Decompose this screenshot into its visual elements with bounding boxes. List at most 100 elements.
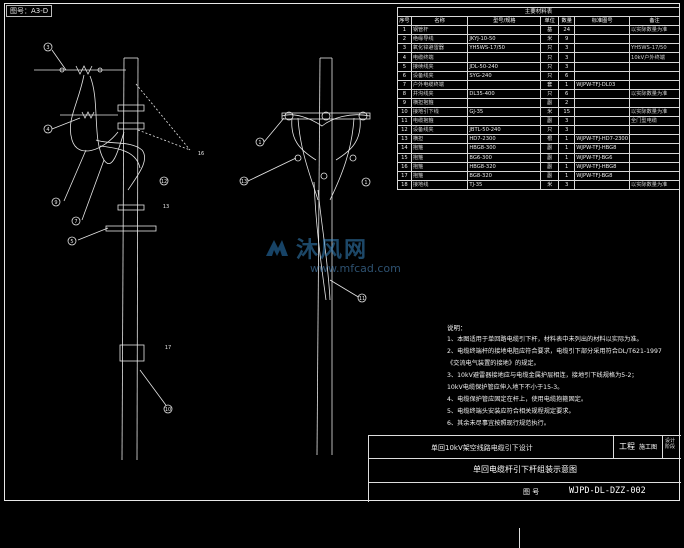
table-cell-no: 14 [397,143,412,154]
svg-text:5: 5 [70,239,73,245]
cross-arm-left [105,225,157,232]
table-cell-qty: 1 [558,152,576,163]
stage-label: 施工图 [639,444,658,451]
notes-header: 说明： [447,324,467,332]
table-cell-no: 10 [397,107,412,118]
table-cell-ref: WJPW-TFJ-HBG8 [574,143,631,154]
table-cell-no: 8 [397,88,412,99]
note-item: 6、其余未尽事宜按照现行规范执行。 [447,420,550,427]
watermark: 沐风网 www.mfcad.com [258,232,423,282]
table-cell-no: 18 [397,179,412,190]
table-cell-no: 3 [397,43,412,54]
table-cell-qty: 3 [558,61,576,72]
drawing-number: WJPD-DL-DZZ-002 [569,486,646,496]
table-cell-ref [574,125,631,136]
table-cell-name: 并沟线夹 [410,88,469,99]
table-cell-name: 抱箍 [410,161,469,172]
col-unit: 单位 [540,16,560,27]
table-cell-spec: JBTL-50-240 [467,125,542,136]
table-cell-name: 户外电缆终端 [410,79,469,90]
table-cell-ref: WJPW-TFJ-DL03 [574,79,631,90]
table-cell-name: 钢管杆 [410,25,469,36]
table-cell-unit: 米 [540,107,560,118]
table-cell-qty: 3 [558,116,576,127]
table-cell-spec: GJ-35 [467,107,542,118]
svg-text:4: 4 [46,127,49,133]
table-cell-ref [574,179,631,190]
table-cell-qty: 2 [558,97,576,109]
table-title: 主要材料表 [397,6,680,18]
table-cell-no: 16 [397,161,412,172]
table-cell-name: 抱箍 [410,170,469,181]
table-cell-name: 抱箍 [410,152,469,163]
table-cell-qty: 6 [558,88,576,99]
note-item: 5、电缆终端头安装应符合相关规程规定要求。 [447,408,575,415]
callout-mid-13 [239,176,249,186]
table-cell-no: 17 [397,170,412,181]
table-cell-ref: WJPW-TFJ-BG6 [574,152,631,163]
table-cell-qty: 9 [558,34,576,45]
watermark-cn: 沐风网 [296,238,369,263]
drawing-title: 单回电缆杆引下杆组装示意图 [473,465,577,474]
table-cell-spec: HBG8-300 [467,143,542,154]
table-cell-spec: DL35-400 [467,88,542,99]
table-cell-unit: 只 [540,61,560,72]
table-cell-note [629,143,680,154]
table-cell-note: 以实际数量为准 [629,107,680,118]
table-cell-spec: TJ-35 [467,179,542,190]
callout-mid-11 [357,293,367,303]
table-cell-name: 抱箍 [410,143,469,154]
table-cell-unit: 基 [540,25,560,36]
note-item: 《交流电气装置的接地》的规定。 [447,360,540,367]
table-cell-name: 接地引下线 [410,107,469,118]
table-cell-unit: 副 [540,143,560,154]
note-item: 1、本图适用于单回路电缆引下杆，材料表中未列出的材料以实际为准。 [447,336,643,343]
table-cell-note [629,61,680,72]
callout-4 [43,124,53,134]
table-cell-spec: SYG-240 [467,70,542,81]
table-header-row: 序号 名称 型号/规格 单位 数量 标准图号 备注 [397,16,680,27]
note-item: 3、10kV避雷器接地应与电缆金属护层相连，接地引下线规格为5-2； [447,372,638,379]
table-cell-note: 10kV户外终端 [629,52,680,63]
table-cell-ref [574,25,631,36]
svg-text:7: 7 [74,219,77,225]
table-cell-ref [574,97,631,109]
table-cell-spec: YH5WS-17/50 [467,43,542,54]
table-cell-no: 12 [397,125,412,136]
table-cell-unit: 副 [540,161,560,172]
note-item: 4、电缆保护管应固定在杆上，使用电缆抱箍固定。 [447,396,588,403]
table-cell-ref [574,107,631,118]
sheet-tag: 图号：A3-D [6,5,53,17]
table-cell-note: 以实际数量为准 [629,25,680,36]
drawing-number-label: 图 号 [523,488,540,496]
table-cell-unit: 副 [540,170,560,181]
table-cell-name: 绝缘导线 [410,34,469,45]
design-stage-label: 设计阶段 [665,438,676,450]
table-cell-unit: 只 [540,125,560,136]
svg-text:13: 13 [163,204,169,210]
callout-mid-1b [361,177,371,187]
table-cell-ref [574,61,631,72]
table-cell-unit: 只 [540,43,560,54]
table-cell-note [629,34,680,45]
svg-text:9: 9 [54,200,57,206]
callout-5 [67,236,77,246]
drawing-frame [4,3,680,501]
watermark-en: www.mfcad.com [310,262,401,275]
table-cell-note: 全门型电缆 [629,116,680,127]
table-cell-qty: 3 [558,125,576,136]
table-cell-ref: WJPW-TFJ-BG8 [574,170,631,181]
callout-9 [51,197,61,207]
left-pole [34,57,191,461]
table-cell-note [629,70,680,81]
